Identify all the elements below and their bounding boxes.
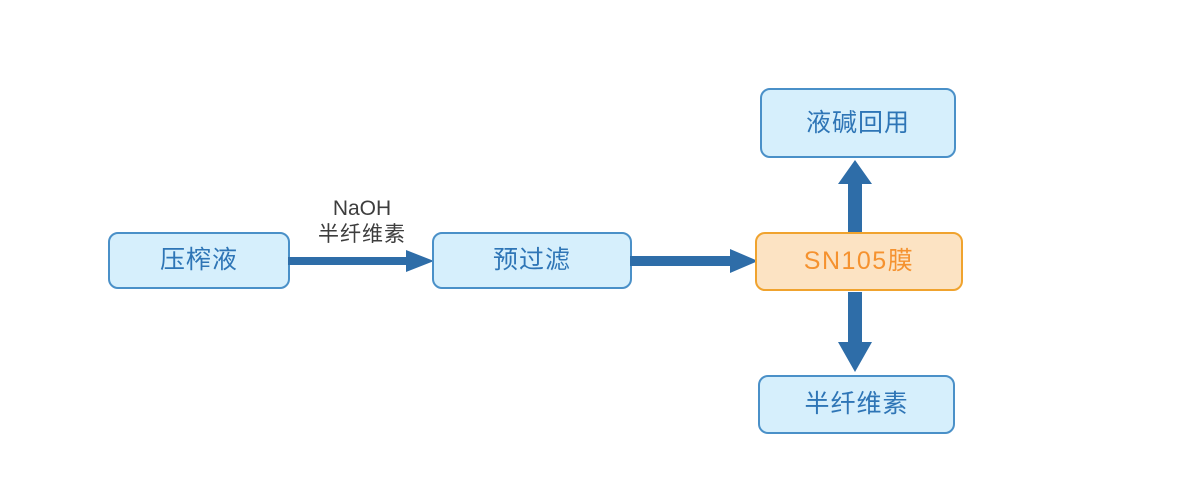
edge-label-naoh-hemicellulose: NaOH 半纤维素 <box>288 196 436 248</box>
edge-label-line-hemicellulose: 半纤维素 <box>318 223 406 246</box>
arrow-down-membrane-to-hemicellulose <box>838 292 872 372</box>
node-prefilter[interactable]: 预过滤 <box>432 232 632 289</box>
node-press-liquid[interactable]: 压榨液 <box>108 232 290 289</box>
node-hemicellulose-label: 半纤维素 <box>804 390 909 418</box>
node-prefilter-label: 预过滤 <box>492 246 571 274</box>
arrow-right-prefilter-to-membrane <box>630 248 758 274</box>
edge-label-line-naoh: NaOH <box>332 197 392 220</box>
node-alkali-reuse-label: 液碱回用 <box>805 108 910 137</box>
node-alkali-reuse[interactable]: 液碱回用 <box>760 88 956 158</box>
node-press-liquid-label: 压榨液 <box>159 246 238 274</box>
node-sn105-membrane-label: SN105膜 <box>803 247 915 275</box>
node-sn105-membrane[interactable]: SN105膜 <box>755 232 963 291</box>
arrow-right-press-to-prefilter <box>288 248 434 274</box>
arrow-up-membrane-to-alkali <box>838 160 872 232</box>
node-hemicellulose[interactable]: 半纤维素 <box>758 375 955 434</box>
